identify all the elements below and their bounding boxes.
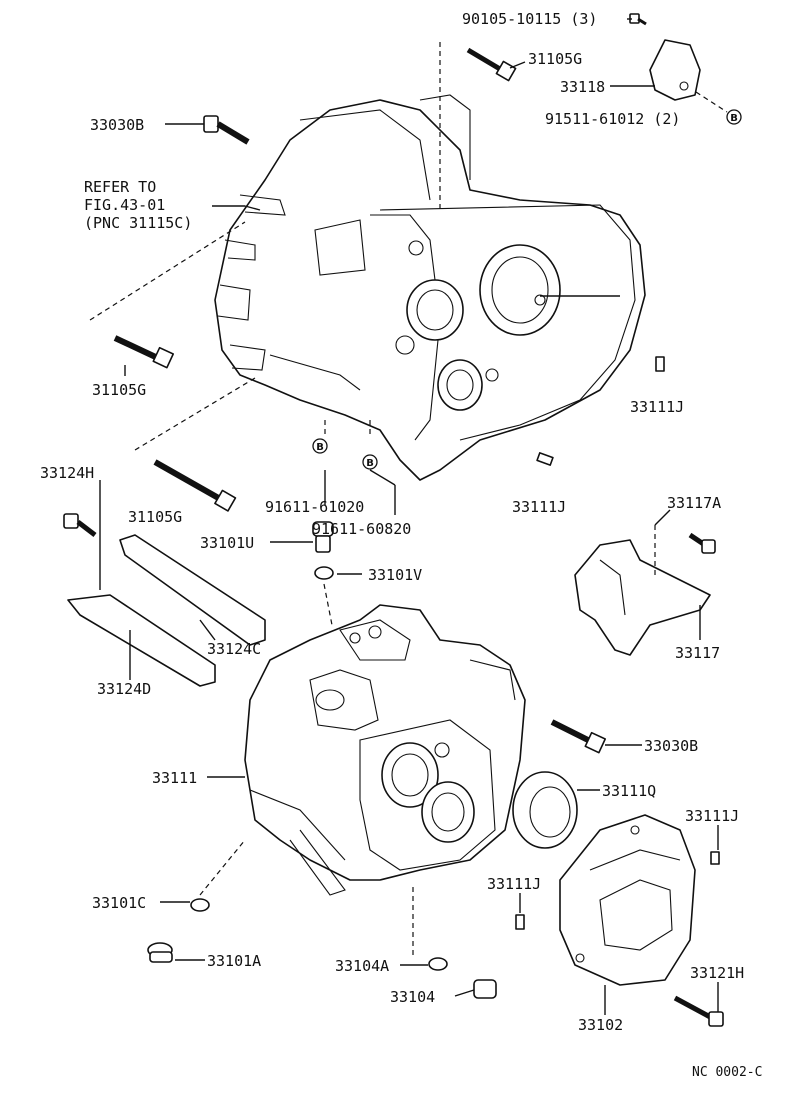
- bolt-31105g-mid: [113, 335, 175, 369]
- label-31105g-mid: 31105G: [92, 381, 146, 399]
- bolt-31105g-low: [153, 459, 237, 512]
- label-33124d: 33124D: [97, 680, 151, 698]
- label-33111j-b: 33111J: [512, 498, 566, 516]
- label-91611-60820: 91611-60820: [312, 520, 411, 538]
- label-figure-code: NC 0002-C: [692, 1065, 762, 1080]
- marker-b-3: B: [362, 454, 378, 470]
- gasket-33101v: [314, 566, 334, 580]
- bolt-90105: [629, 13, 647, 26]
- label-refer-fig: FIG.43-01: [84, 196, 165, 214]
- label-31105g-low: 31105G: [128, 508, 182, 526]
- label-33118: 33118: [560, 78, 605, 96]
- label-33101c: 33101C: [92, 894, 146, 912]
- label-33111: 33111: [152, 769, 197, 787]
- label-33030b-low: 33030B: [644, 737, 698, 755]
- label-33121h: 33121H: [690, 964, 744, 982]
- label-33030b-top: 33030B: [90, 116, 144, 134]
- bolt-33030b-low: [550, 719, 607, 754]
- label-33111j-c: 33111J: [685, 807, 739, 825]
- svg-text:B: B: [366, 458, 374, 469]
- label-33111j-a: 33111J: [630, 398, 684, 416]
- label-91611-61020: 91611-61020: [265, 498, 364, 516]
- marker-b-2: B: [312, 438, 328, 454]
- bracket-33118: [649, 39, 701, 101]
- label-33124c: 33124C: [207, 640, 261, 658]
- plug-33101u: [312, 521, 334, 553]
- side-cover: [559, 814, 696, 986]
- label-31105g-top: 31105G: [528, 50, 582, 68]
- label-33104: 33104: [390, 988, 435, 1006]
- label-33111q: 33111Q: [602, 782, 656, 800]
- label-33117: 33117: [675, 644, 720, 662]
- label-33101a: 33101A: [207, 952, 261, 970]
- svg-text:B: B: [316, 442, 324, 453]
- marker-b-1: B: [726, 109, 742, 125]
- label-refer-pnc: (PNC 31115C): [84, 214, 192, 232]
- label-91511-61012: 91511-61012 (2): [545, 110, 680, 128]
- clutch-housing: [214, 94, 646, 481]
- bolt-31105g-top: [466, 47, 517, 82]
- bolt-33121h: [673, 995, 724, 1027]
- label-90105-10115: 90105-10115 (3): [462, 10, 597, 28]
- gasket-33104a: [428, 957, 448, 971]
- transaxle-case: [244, 604, 526, 896]
- bracket-33117: [574, 539, 711, 656]
- label-33124h: 33124H: [40, 464, 94, 482]
- straps: [67, 534, 266, 687]
- label-33104a: 33104A: [335, 957, 389, 975]
- plug-33101a: [147, 942, 173, 963]
- label-33101u: 33101U: [200, 534, 254, 552]
- plug-33104: [473, 979, 497, 999]
- bolt-33030b-top: [203, 115, 250, 145]
- gasket-33101c: [190, 898, 210, 912]
- bolt-33124h: [63, 513, 97, 537]
- label-33102: 33102: [578, 1016, 623, 1034]
- label-33117a: 33117A: [667, 494, 721, 512]
- svg-text:B: B: [730, 113, 738, 124]
- label-33101v: 33101V: [368, 566, 422, 584]
- pins-33111j: [515, 356, 720, 930]
- leader-lines: [89, 18, 728, 1015]
- bolt-33117a: [688, 532, 716, 554]
- label-33111j-d: 33111J: [487, 875, 541, 893]
- oil-seal: [512, 771, 578, 849]
- label-refer-to: REFER TO: [84, 178, 156, 196]
